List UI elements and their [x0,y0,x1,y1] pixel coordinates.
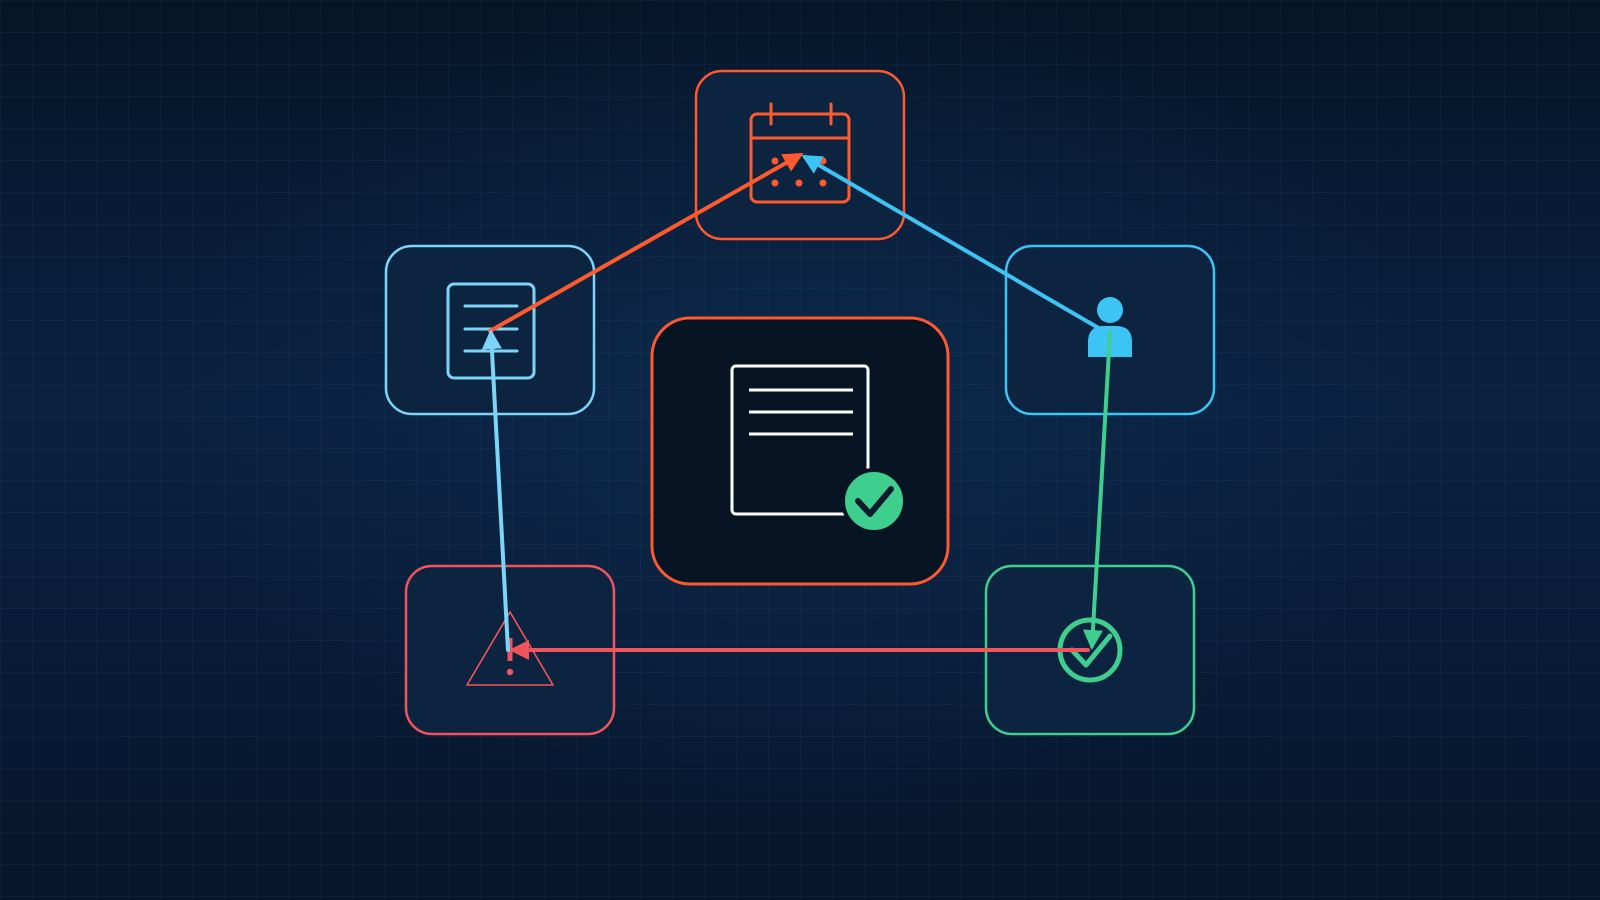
edge-user-to-schedule [801,154,1104,332]
edge-alert-to-document [481,329,510,652]
edges [481,153,1112,660]
node-center[interactable] [650,316,950,586]
node-user[interactable] [1004,244,1216,416]
edge-document-to-schedule [488,153,804,333]
edge-user-to-approved [1082,331,1112,650]
document-check-icon [730,364,907,534]
